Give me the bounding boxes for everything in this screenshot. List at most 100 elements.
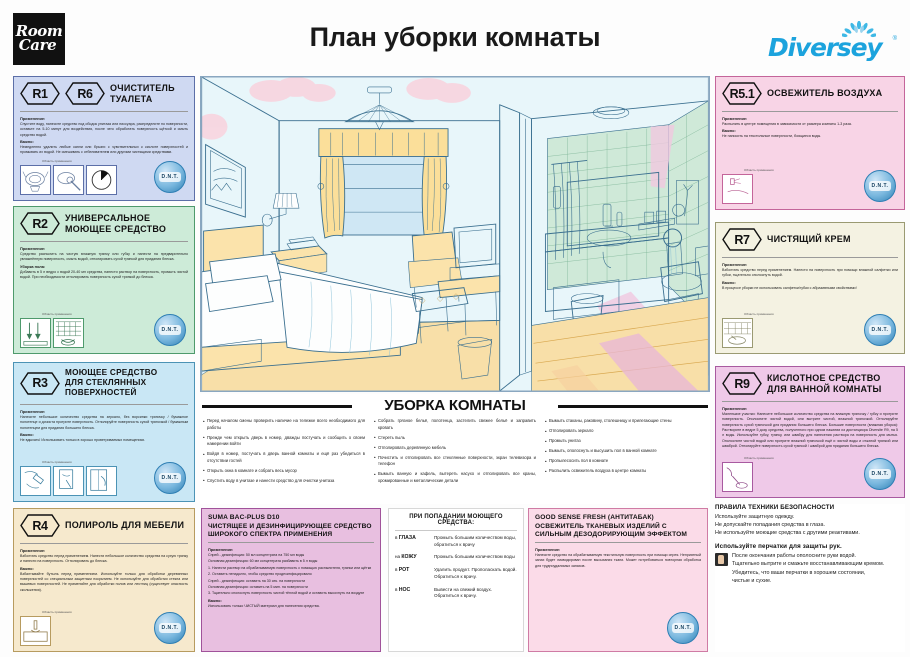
exposure-route: на КОЖУ — [395, 554, 431, 561]
first-aid-panel: ПРИ ПОПАДАНИИ МОЮЩЕГО СРЕДСТВА: в ГЛАЗА … — [388, 508, 524, 652]
armchair — [407, 231, 463, 308]
seal-text: D.N.T. — [869, 469, 891, 479]
checklist-item: Прежде чем открыть дверь в номер, дважды… — [203, 434, 365, 448]
panel-header: R9 КИСЛОТНОЕ СРЕДСТВО ДЛЯ ВАННОЙ КОМНАТЫ — [722, 372, 898, 399]
section-text: Спустите воду, нанесите средство под обо… — [20, 121, 188, 137]
pictogram-spray-air — [722, 174, 753, 204]
route-prefix: в — [395, 535, 398, 540]
panel-title: УНИВЕРСАЛЬНОЕ МОЮЩЕЕ СРЕДСТВО — [65, 212, 167, 234]
product-panel-r51[interactable]: R5.1 ОСВЕЖИТЕЛЬ ВОЗДУХА Применение: Расп… — [715, 76, 905, 210]
section-label: Применение: — [535, 547, 561, 553]
section-label: Применение: — [722, 406, 748, 411]
checklist-columns: Перед началом смены проверить наличие на… — [200, 415, 710, 488]
panel-body: Применение: Распылить в центре помещения… — [722, 116, 898, 140]
panel-body: Применение: Средство распылить на чистую… — [20, 246, 188, 280]
stool — [411, 287, 469, 344]
seal-text: D.N.T. — [159, 623, 181, 633]
pictogram-caption: Область применения — [42, 159, 72, 163]
safety-rules: ПРАВИЛА ТЕХНИКИ БЕЗОПАСНОСТИ Используйте… — [715, 504, 905, 652]
gloves-line: Убедитесь, что ваши перчатки в хорошем с… — [732, 569, 866, 576]
product-panel-suma-bac-plus[interactable]: SUMA BAC-PLUS D10 ЧИСТЯЩЕЕ И ДЕЗИНФИЦИРУ… — [201, 508, 381, 652]
usage-text: Нанесите средство на обрабатываемую текс… — [535, 552, 701, 568]
usage-line: Основная дезинфекция: 60 мл концентрата … — [208, 559, 318, 564]
product-panel-r7[interactable]: R7 ЧИСТЯЩИЙ КРЕМ Применение: Взболтать с… — [715, 222, 905, 354]
checklist-column-2: Собрать грязное бельё, полотенца, застел… — [374, 418, 536, 488]
route-label: РОТ — [398, 567, 410, 574]
section-text: Взбалтывайте бутыль перед применением. И… — [20, 571, 188, 592]
code-label: R2 — [32, 216, 48, 231]
room-care-logo: Room Care — [13, 13, 65, 65]
bedroom — [201, 77, 501, 391]
checklist-column-3: Вымыть стаканы, раковину, столешницу и п… — [545, 418, 707, 488]
title-rule-right — [558, 405, 708, 408]
checklist-item: Вымыть ванную и кафель, вытереть насухо … — [374, 471, 536, 484]
section-label: Применение: — [20, 246, 46, 251]
panel-title: ОСВЕЖИТЕЛЬ ВОЗДУХА — [767, 88, 883, 99]
panel-header: R2 УНИВЕРСАЛЬНОЕ МОЮЩЕЕ СРЕДСТВО — [20, 212, 188, 239]
pictogram-polish-window — [86, 466, 117, 496]
usage-line: Спрей - дезинфекция: оставить на 30 сек.… — [208, 578, 306, 583]
panel-header: R1 R6 ОЧИСТИТЕЛЬ ТУАЛЕТА — [20, 82, 188, 109]
product-panel-r3[interactable]: R3 МОЮЩЕЕ СРЕДСТВО ДЛЯ СТЕКЛЯННЫХ ПОВЕРХ… — [13, 362, 195, 502]
pictogram-timer — [86, 165, 117, 195]
pictogram-bathroom-acid — [722, 462, 753, 492]
code-label: R6 — [77, 86, 93, 101]
pictogram-row: Область применения — [722, 312, 774, 348]
certification-seal: D.N.T. — [864, 458, 896, 490]
product-panel-r4[interactable]: R4 ПОЛИРОЛЬ ДЛЯ МЕБЕЛИ Применение: Взбол… — [13, 508, 195, 652]
section-text: Средство распылить на чистую влажную тря… — [20, 251, 188, 262]
panel-title: МОЮЩЕЕ СРЕДСТВО ДЛЯ СТЕКЛЯННЫХ ПОВЕРХНОС… — [65, 368, 158, 397]
code-label: R3 — [32, 376, 48, 390]
gloves-line: После окончания работы ополосните руки в… — [732, 553, 857, 560]
section-label: Важно: — [208, 597, 222, 603]
section-text: Добавить в 5 л ведро с водой 20-40 мл ср… — [20, 269, 188, 279]
section-label: Важно: — [722, 279, 736, 285]
code-label: R4 — [32, 518, 48, 533]
divider — [722, 257, 898, 258]
checklist-item: Отполировать деревянную мебель — [374, 444, 536, 452]
product-panel-r9[interactable]: R9 КИСЛОТНОЕ СРЕДСТВО ДЛЯ ВАННОЙ КОМНАТЫ… — [715, 366, 905, 498]
pictogram-caption: Область применения — [42, 312, 72, 316]
checklist-item: Стереть пыль — [374, 434, 536, 442]
bathroom-wall-art — [676, 180, 699, 225]
panel-title: ОЧИСТИТЕЛЬ ТУАЛЕТА — [110, 82, 175, 104]
panel-header: R3 МОЮЩЕЕ СРЕДСТВО ДЛЯ СТЕКЛЯННЫХ ПОВЕРХ… — [20, 368, 188, 402]
panel-header: R4 ПОЛИРОЛЬ ДЛЯ МЕБЕЛИ — [20, 514, 188, 541]
pictogram-row: Область применения — [20, 312, 84, 348]
first-aid-title: ПРИ ПОПАДАНИИ МОЮЩЕГО СРЕДСТВА: — [409, 514, 503, 526]
product-panel-r2[interactable]: R2 УНИВЕРСАЛЬНОЕ МОЮЩЕЕ СРЕДСТВО Примене… — [13, 206, 195, 354]
diversey-burst-icon — [842, 21, 876, 38]
seal-text: D.N.T. — [869, 325, 891, 335]
pictogram-bucket-mop — [53, 318, 84, 348]
product-panel-r1-r6[interactable]: R1 R6 ОЧИСТИТЕЛЬ ТУАЛЕТА Применение: Спу… — [13, 76, 195, 201]
gloves-line: Тщательно вытрите и смажьте восстанавлив… — [732, 561, 885, 568]
certification-seal: D.N.T. — [667, 612, 699, 644]
room-care-logo-line1: Room — [15, 22, 63, 41]
room-illustration-svg: .ln { stroke:#3a6f8f; stroke-width:0.9; … — [201, 77, 709, 391]
section-label: Применение: — [20, 409, 46, 414]
panel-title: ПОЛИРОЛЬ ДЛЯ МЕБЕЛИ — [65, 520, 185, 531]
divider — [20, 543, 188, 544]
gloves-lines: После окончания работы ополосните руки в… — [732, 552, 884, 585]
seal-text: D.N.T. — [869, 181, 891, 191]
shelf-cups — [638, 203, 685, 231]
checklist-item: Спустить воду в унитазе и нанести средст… — [203, 477, 365, 485]
code-badge-r51: R5.1 — [722, 82, 762, 105]
pictogram-wipe-mirror — [53, 466, 84, 496]
usage-line: 3. Тщательно сполоснуть поверхность чист… — [208, 591, 365, 596]
pictogram-caption: Область применения — [744, 456, 774, 460]
pictogram-row: Область применения — [722, 168, 774, 204]
checklist-item: Открыть окна в комнате и собрать весь му… — [203, 467, 365, 475]
section-text: Маленькие участки: Нанесите небольшое ко… — [722, 411, 898, 449]
checklist-title-row: УБОРКА КОМНАТЫ — [200, 396, 710, 415]
checklist-item: Почистить и отполировать все стеклянные … — [374, 454, 536, 468]
pictogram-toilet-rim — [20, 165, 51, 195]
section-text: Взболтать средство перед применением. На… — [20, 553, 188, 564]
bed — [201, 224, 423, 372]
pictogram-clean-sink — [722, 318, 753, 348]
product-panel-good-sense-fresh[interactable]: GOOD SENSE FRESH (АНТИТАБАК) ОСВЕЖИТЕЛЬ … — [528, 508, 708, 652]
exposure-route: в ГЛАЗА — [395, 535, 431, 548]
section-label: Уборка пола: — [20, 263, 46, 269]
seal-text: D.N.T. — [672, 623, 694, 633]
wall-lamp — [261, 192, 300, 227]
